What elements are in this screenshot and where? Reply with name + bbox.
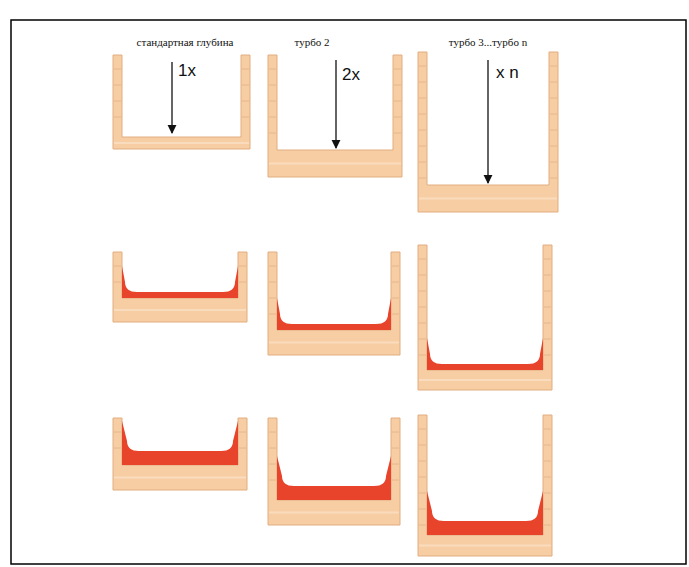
substrate <box>268 55 402 177</box>
frame <box>11 20 686 564</box>
trench <box>268 418 400 525</box>
substrate <box>113 55 250 149</box>
depth-arrow <box>335 60 336 148</box>
trench <box>418 415 552 556</box>
trench <box>268 55 402 177</box>
trench <box>113 55 250 149</box>
depth-arrow <box>487 60 488 183</box>
trench <box>418 245 552 390</box>
column-heading: турбо 2 <box>294 36 329 48</box>
depth-factor: 2x <box>342 66 360 85</box>
substrate <box>268 418 400 525</box>
substrate <box>418 245 552 390</box>
depth-factor: 1x <box>178 62 196 81</box>
trench <box>113 252 247 322</box>
substrate <box>113 252 247 322</box>
coating <box>122 421 238 465</box>
substrate <box>418 52 558 212</box>
trench <box>113 418 247 490</box>
substrate <box>268 252 400 355</box>
depth-arrow <box>171 62 172 133</box>
coating <box>277 298 391 330</box>
coating <box>277 456 391 500</box>
column-heading: стандартная глубина <box>137 36 234 48</box>
column-heading: турбо 3...турбо n <box>449 36 527 48</box>
substrate <box>113 418 247 490</box>
coating <box>427 491 543 535</box>
trench <box>268 252 400 355</box>
trench <box>418 52 558 212</box>
coating <box>427 338 543 370</box>
substrate <box>418 415 552 556</box>
coating <box>122 266 238 298</box>
depth-factor: x n <box>496 64 519 83</box>
